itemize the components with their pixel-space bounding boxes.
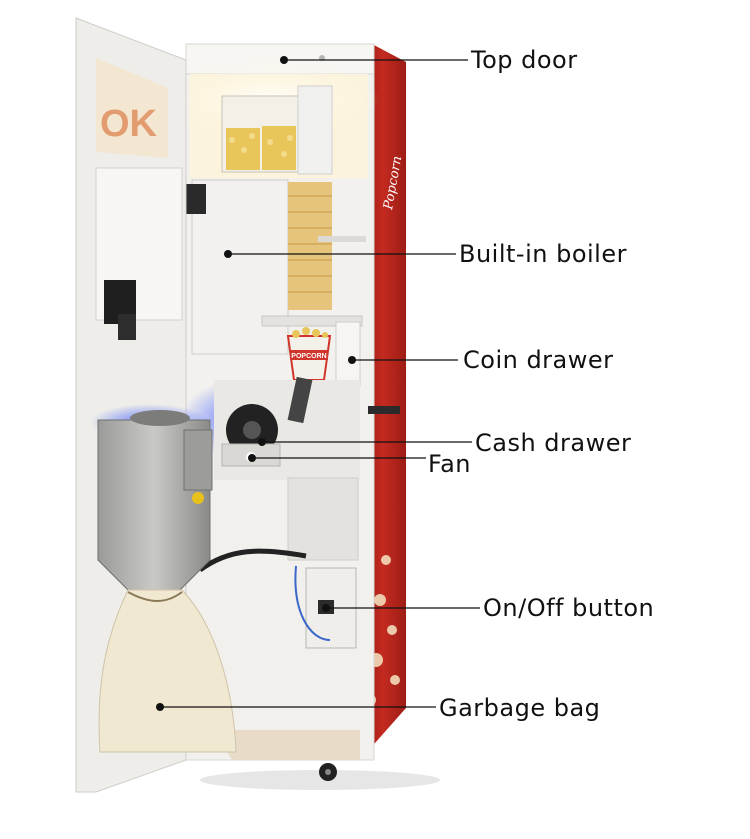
hopper-motor [183, 429, 213, 491]
hose [198, 548, 307, 573]
cabinet-handle [368, 406, 400, 414]
label-fan: Fan [428, 450, 472, 478]
power-cable [294, 565, 331, 641]
label-built-in-boiler: Built-in boiler [459, 240, 627, 268]
cabinet-floor [214, 730, 360, 760]
label-coin-drawer: Coin drawer [463, 346, 614, 374]
leader-lines [160, 59, 480, 708]
label-garbage-bag: Garbage bag [439, 694, 601, 722]
label-top-door: Top door [471, 46, 578, 74]
dot-on-off-button [322, 604, 330, 612]
hopper-knob [192, 492, 204, 504]
popcorn-kettle [221, 95, 301, 173]
dot-top-door [280, 56, 288, 64]
door-logo-text: OK [100, 103, 158, 145]
lower-divider-panel [287, 477, 359, 561]
dot-cash-drawer [258, 438, 266, 446]
fan-hub [243, 421, 261, 439]
garbage-bag-drawstring [127, 591, 183, 602]
cup-tube-upper [297, 85, 333, 175]
leader-dots [156, 56, 356, 711]
floor-shadow [200, 770, 440, 790]
dot-coin-drawer [348, 356, 356, 364]
hopper-opening [130, 410, 190, 426]
dispense-shelf [261, 315, 363, 327]
chute [287, 376, 313, 424]
caster-hub [325, 769, 331, 775]
coin-slot-plate [118, 314, 136, 340]
shelf-upper [318, 236, 366, 242]
dot-fan [248, 454, 256, 462]
cup-stack [288, 182, 332, 310]
label-on-off-button: On/Off button [483, 594, 655, 622]
dot-garbage-bag [156, 703, 164, 711]
dot-built-in-boiler [224, 250, 232, 258]
door-window [96, 58, 168, 158]
boiler-bracket [186, 184, 206, 214]
built-in-boiler-box [191, 179, 289, 355]
label-cash-drawer: Cash drawer [475, 429, 632, 457]
coin-drawer [335, 321, 361, 387]
cup-text: POPCORN [291, 353, 326, 360]
garbage-bag-shape [98, 589, 237, 753]
